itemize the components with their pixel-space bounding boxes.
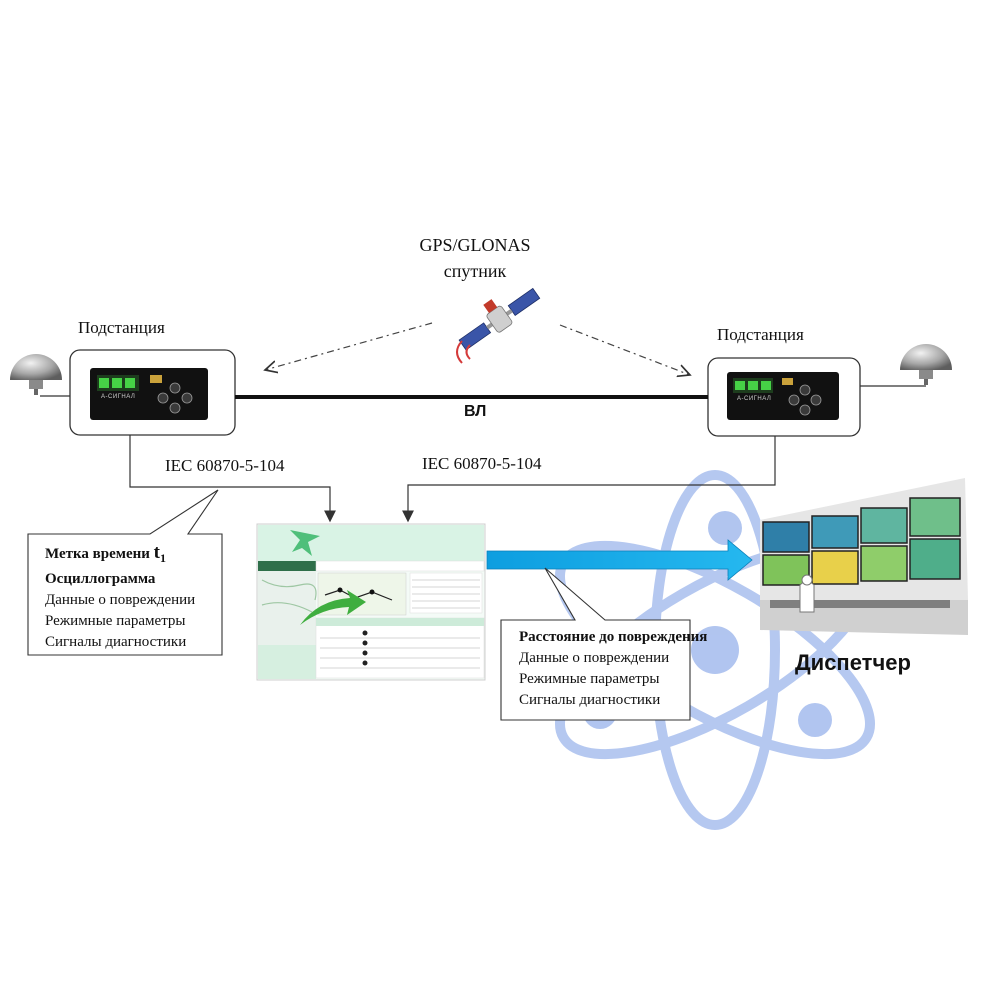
satellite-label-line2: спутник <box>443 261 507 281</box>
device-left-screen-text: А-СИГНАЛ <box>101 394 136 400</box>
data-flow-arrow <box>486 539 753 581</box>
device-right-icon <box>727 372 839 420</box>
callout-left-item: Сигналы диагностики <box>45 634 187 650</box>
callout-right-text: Расстояние до повреждения Данные о повре… <box>519 627 707 711</box>
satellite-link-left <box>265 322 433 370</box>
callout-right-box <box>500 567 691 721</box>
callout-right-item: Сигналы диагностики <box>519 692 661 708</box>
satellite-icon <box>456 287 541 364</box>
callout-left-title-text: Метка времени <box>45 546 150 562</box>
protocol-right-label: IEC 60870-5-104 <box>422 454 542 473</box>
antenna-left-icon <box>10 354 62 395</box>
callout-left-title: Метка времени t1 <box>45 542 195 569</box>
callout-right-item: Расстояние до повреждения <box>519 629 708 645</box>
callout-left-title-symbol: t <box>153 542 160 563</box>
protocol-line-right <box>402 436 776 523</box>
satellite-label: GPS/GLONAS спутник <box>405 232 545 284</box>
software-screenshot <box>256 523 486 681</box>
callout-left-item: Режимные параметры <box>45 613 186 629</box>
substation-left-label: Подстанция <box>78 318 165 337</box>
callout-left-item: Данные о повреждении <box>45 592 196 608</box>
satellite-label-line1: GPS/GLONAS <box>419 235 531 255</box>
callout-right-item: Режимные параметры <box>519 671 660 687</box>
antenna-right-icon <box>900 344 952 385</box>
power-line-label: ВЛ <box>464 403 487 420</box>
dispatcher-label: Диспетчер <box>795 650 911 675</box>
protocol-left-label: IEC 60870-5-104 <box>165 456 285 475</box>
device-right-screen-text: А-СИГНАЛ <box>737 396 772 402</box>
control-room-icon <box>760 478 968 635</box>
protocol-line-left <box>129 435 336 523</box>
callout-left-text: Метка времени t1 Осциллограмма Данные о … <box>45 542 195 653</box>
callout-left-title-index: 1 <box>160 551 166 565</box>
substation-right-label: Подстанция <box>717 325 804 344</box>
callout-right-item: Данные о повреждении <box>519 650 670 666</box>
satellite-link-right <box>559 324 690 375</box>
callout-left-item: Осциллограмма <box>45 571 156 587</box>
callout-left-box <box>27 489 223 656</box>
device-left-icon <box>90 368 208 420</box>
